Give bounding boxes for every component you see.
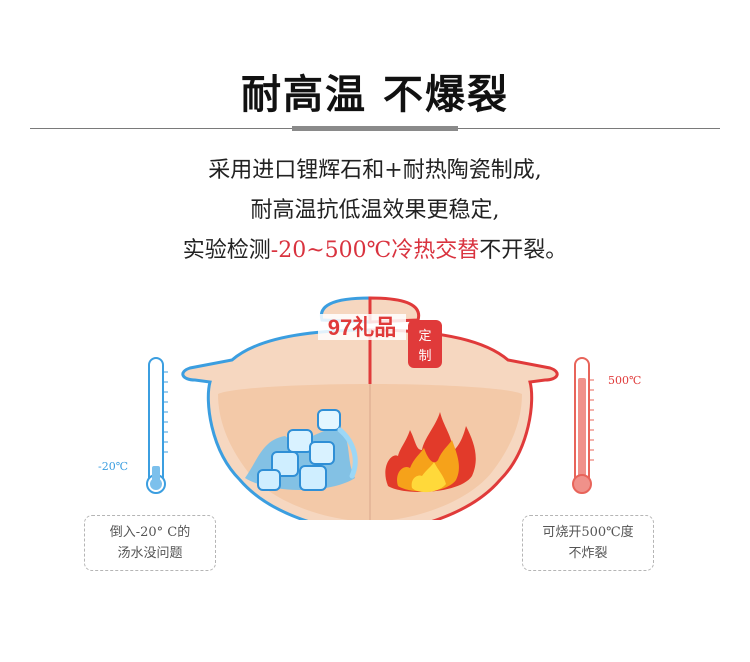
ice-cubes-icon [245, 409, 358, 491]
clay-pot-illustration: -20℃ 500℃ [98, 296, 641, 520]
description-line-3-end: 不开裂。 [479, 238, 568, 263]
description-line-1: 采用进口锂辉石和+耐热陶瓷制成, [208, 158, 542, 183]
cold-caption-box: 倒入-20° C的 汤水没问题 [84, 515, 216, 571]
hot-caption-box: 可烧开500℃度 不炸裂 [522, 515, 654, 571]
page-title: 耐高温 不爆裂 [241, 71, 509, 118]
description-line-3-start: 实验检测 [182, 238, 271, 263]
seal-character-2: 制 [418, 349, 431, 364]
hot-thermometer-icon [572, 357, 594, 494]
fire-flame-icon [385, 412, 476, 493]
title-divider-accent [292, 126, 458, 131]
hot-caption-line-1: 可烧开500℃度 [542, 525, 634, 540]
brand-watermark: 97礼品 定 制 [318, 314, 442, 368]
cold-temperature-label: -20℃ [98, 460, 128, 473]
temperature-range-highlight: -20~500℃冷热交替 [270, 238, 480, 263]
hot-caption-line-2: 不炸裂 [568, 546, 608, 561]
seal-character-1: 定 [418, 329, 431, 344]
cold-caption-line-2: 汤水没问题 [117, 546, 183, 561]
description-line-3: 实验检测-20~500℃冷热交替不开裂。 [0, 232, 750, 264]
cold-caption-line-1: 倒入-20° C的 [109, 525, 191, 540]
description-line-2: 耐高温抗低温效果更稳定, [250, 198, 500, 223]
cold-thermometer-icon [146, 357, 168, 494]
hot-temperature-label: 500℃ [608, 374, 641, 387]
brand-watermark-text: 97礼品 [328, 315, 396, 340]
